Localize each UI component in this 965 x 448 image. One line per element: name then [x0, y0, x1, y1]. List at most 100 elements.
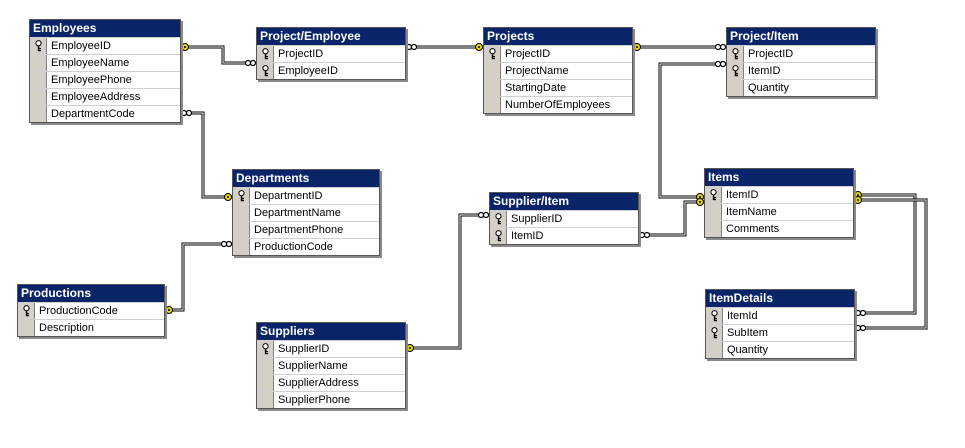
field-name: DepartmentID	[254, 190, 323, 202]
field-row[interactable]: SupplierID	[490, 210, 638, 227]
key-icon	[406, 344, 414, 352]
field-row[interactable]: SupplierID	[257, 340, 405, 357]
field-row[interactable]: ItemID	[705, 186, 853, 203]
key-icon	[705, 187, 722, 203]
row-selector	[706, 342, 723, 358]
field-row[interactable]: SupplierPhone	[257, 391, 405, 408]
field-row[interactable]: StartingDate	[484, 79, 632, 96]
field-name: SubItem	[727, 327, 768, 339]
field-row[interactable]: SupplierAddress	[257, 374, 405, 391]
field-name: Quantity	[748, 82, 789, 94]
infinity-icon	[477, 211, 490, 219]
field-row[interactable]: NumberOfEmployees	[484, 96, 632, 113]
field-row[interactable]: ProjectName	[484, 62, 632, 79]
field-name: Quantity	[727, 344, 768, 356]
table-title: Project/Employee	[257, 28, 405, 45]
field-row[interactable]: ProjectID	[484, 45, 632, 62]
row-selector	[30, 72, 47, 88]
row-selector	[484, 63, 501, 79]
field-row[interactable]: ProjectID	[257, 45, 405, 62]
field-name: Description	[39, 322, 95, 334]
field-name: ProjectID	[278, 48, 324, 60]
field-name: DepartmentPhone	[254, 224, 344, 236]
row-selector	[30, 89, 47, 105]
field-row[interactable]: DepartmentName	[233, 204, 379, 221]
field-name: ItemId	[727, 310, 758, 322]
key-icon	[696, 198, 704, 206]
row-selector	[30, 106, 47, 122]
table-title: Productions	[18, 285, 164, 302]
key-icon	[18, 303, 35, 319]
field-name: ProjectID	[748, 48, 794, 60]
row-selector	[257, 358, 274, 374]
field-row[interactable]: EmployeeAddress	[30, 88, 180, 105]
field-name: EmployeeName	[51, 57, 130, 69]
field-name: ProjectID	[505, 48, 551, 60]
row-selector	[257, 375, 274, 391]
table-title: Projects	[484, 28, 632, 45]
field-row[interactable]: Comments	[705, 220, 853, 237]
field-row[interactable]: SubItem	[706, 324, 854, 341]
key-icon	[706, 325, 723, 341]
field-row[interactable]: ItemID	[727, 62, 875, 79]
field-row[interactable]: Quantity	[706, 341, 854, 358]
field-name: StartingDate	[505, 82, 567, 94]
field-row[interactable]: EmployeePhone	[30, 71, 180, 88]
key-icon	[181, 43, 189, 51]
table-title: ItemDetails	[706, 290, 854, 307]
field-row[interactable]: ItemName	[705, 203, 853, 220]
relationship-line	[639, 200, 704, 237]
key-icon	[165, 306, 173, 314]
key-icon	[490, 228, 507, 244]
relationship-line	[181, 45, 256, 65]
infinity-icon	[220, 240, 233, 248]
field-name: Comments	[726, 223, 780, 235]
table-title: Project/Item	[727, 28, 875, 45]
key-icon	[233, 188, 250, 204]
field-name: ItemID	[726, 189, 759, 201]
key-icon	[30, 38, 47, 54]
field-row[interactable]: DepartmentPhone	[233, 221, 379, 238]
field-name: EmployeePhone	[51, 74, 132, 86]
relationship-line	[406, 213, 489, 350]
field-name: SupplierPhone	[278, 394, 351, 406]
row-selector	[18, 320, 35, 336]
field-row[interactable]: DepartmentCode	[30, 105, 180, 122]
key-icon	[854, 196, 862, 204]
field-row[interactable]: ProductionCode	[233, 238, 379, 255]
field-row[interactable]: Quantity	[727, 79, 875, 96]
field-row[interactable]: EmployeeName	[30, 54, 180, 71]
field-row[interactable]: DepartmentID	[233, 187, 379, 204]
field-row[interactable]: EmployeeID	[257, 62, 405, 79]
field-row[interactable]: EmployeeID	[30, 37, 180, 54]
key-icon	[727, 46, 744, 62]
key-icon	[257, 63, 274, 79]
infinity-icon	[244, 59, 257, 67]
field-row[interactable]: ProductionCode	[18, 302, 164, 319]
infinity-icon	[405, 43, 418, 51]
field-row[interactable]: ProjectID	[727, 45, 875, 62]
field-row[interactable]: SupplierName	[257, 357, 405, 374]
relationship-line	[854, 193, 917, 315]
row-selector	[484, 97, 501, 113]
field-name: ProductionCode	[39, 305, 118, 317]
field-row[interactable]: Description	[18, 319, 164, 336]
key-icon	[484, 46, 501, 62]
row-selector	[233, 205, 250, 221]
row-selector	[727, 80, 744, 96]
field-name: SupplierID	[511, 213, 563, 225]
field-row[interactable]: ItemID	[490, 227, 638, 244]
field-row[interactable]: ItemId	[706, 307, 854, 324]
